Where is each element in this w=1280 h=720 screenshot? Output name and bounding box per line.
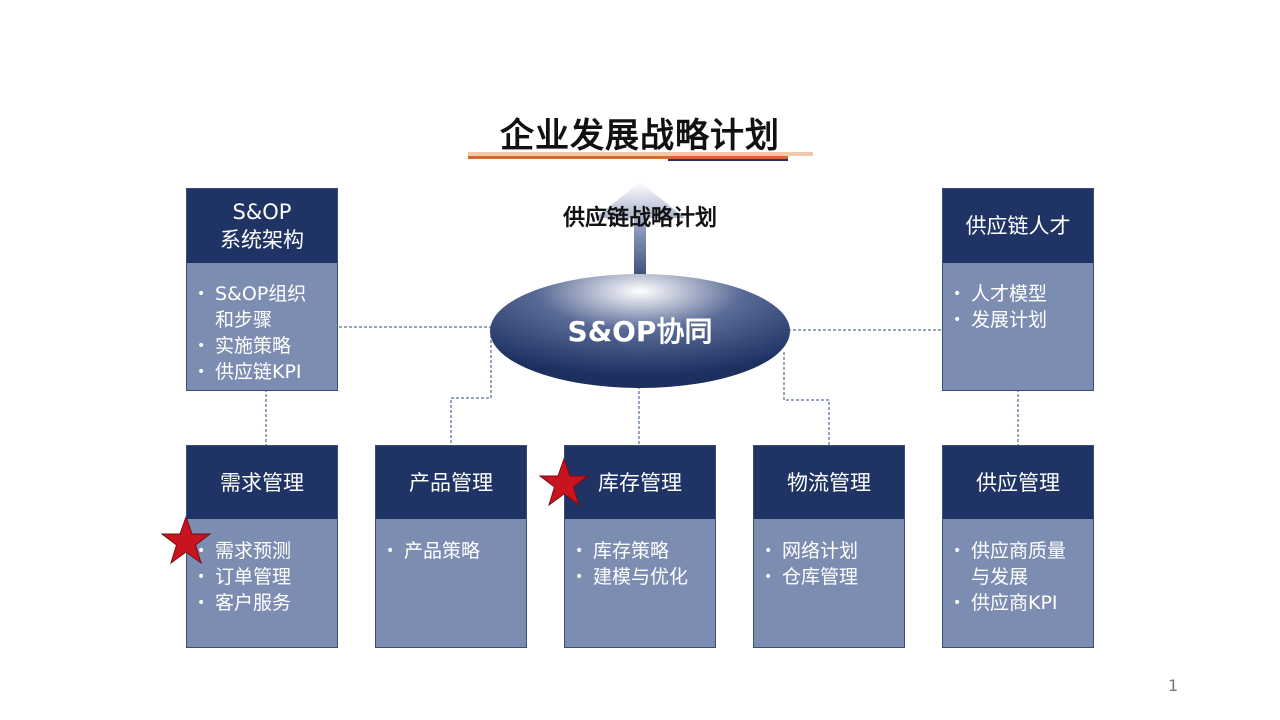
box-inventory-body: 库存策略 建模与优化 xyxy=(565,519,715,647)
box-talent-head-line1: 供应链人才 xyxy=(965,214,1071,238)
list-item: 产品策略 xyxy=(386,538,520,564)
box-demand-head-line1: 需求管理 xyxy=(220,470,304,495)
box-sop-head-line1: S&OP xyxy=(232,200,292,224)
hub-ellipse xyxy=(490,274,790,388)
list-item: 仓库管理 xyxy=(764,564,898,590)
list-item: 网络计划 xyxy=(764,538,898,564)
list-item: 建模与优化 xyxy=(575,564,709,590)
connector-hub-logistics xyxy=(783,352,830,445)
box-talent-head: 供应链人才 xyxy=(943,189,1093,263)
connector-hub-product xyxy=(450,330,492,445)
box-product-head: 产品管理 xyxy=(376,446,526,519)
list-item: 人才模型 xyxy=(953,281,1087,307)
box-demand-head: 需求管理 xyxy=(187,446,337,519)
up-arrow-icon xyxy=(595,182,685,286)
arrow-label: 供应链战略计划 xyxy=(562,206,717,231)
box-inventory: 库存管理 库存策略 建模与优化 xyxy=(564,445,716,648)
box-logistics-head-line1: 物流管理 xyxy=(787,470,871,495)
list-item: 客户服务 xyxy=(197,590,331,616)
list-item: 订单管理 xyxy=(197,564,331,590)
box-supply-head: 供应管理 xyxy=(943,446,1093,519)
page-title: 企业发展战略计划 xyxy=(500,116,780,156)
box-product-head-line1: 产品管理 xyxy=(409,470,493,495)
hub-label: S&OP协同 xyxy=(567,315,713,348)
box-sop-head-line2: 系统架构 xyxy=(220,228,304,252)
box-demand-body: 需求预测 订单管理 客户服务 xyxy=(187,519,337,647)
box-inventory-head-line1: 库存管理 xyxy=(598,470,682,495)
box-sop-head: S&OP 系统架构 xyxy=(187,189,337,263)
box-logistics-body: 网络计划 仓库管理 xyxy=(754,519,904,647)
box-talent-body: 人才模型 发展计划 xyxy=(943,263,1093,390)
title-underline xyxy=(468,152,813,161)
box-logistics: 物流管理 网络计划 仓库管理 xyxy=(753,445,905,648)
box-product: 产品管理 产品策略 xyxy=(375,445,527,648)
box-supply-head-line1: 供应管理 xyxy=(976,470,1060,495)
box-logistics-head: 物流管理 xyxy=(754,446,904,519)
star-icon xyxy=(160,515,212,565)
box-talent: 供应链人才 人才模型 发展计划 xyxy=(942,188,1094,391)
list-item: 库存策略 xyxy=(575,538,709,564)
star-icon xyxy=(538,457,590,507)
page-number: 1 xyxy=(1168,676,1179,695)
box-inventory-head: 库存管理 xyxy=(565,446,715,519)
list-item: 需求预测 xyxy=(197,538,331,564)
list-item: 供应商KPI xyxy=(953,590,1087,616)
list-item: 供应链KPI xyxy=(197,359,331,385)
box-product-body: 产品策略 xyxy=(376,519,526,647)
list-item: 发展计划 xyxy=(953,307,1087,333)
list-item: 实施策略 xyxy=(197,333,331,359)
